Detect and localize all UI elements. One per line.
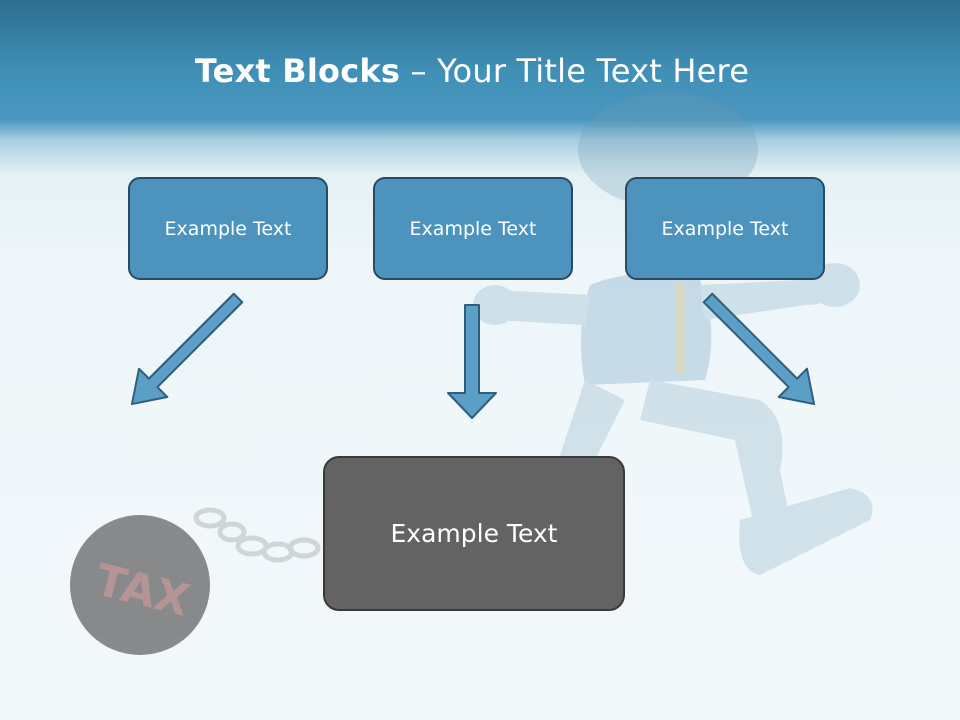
text-box-left-label: Example Text	[164, 217, 292, 240]
text-box-center[interactable]: Example Text	[373, 177, 573, 280]
tax-ball: TAX	[70, 515, 210, 655]
arrow-right	[702, 292, 816, 406]
chain	[193, 507, 321, 563]
arrow-center	[447, 304, 497, 419]
figure-leg-front	[640, 380, 790, 530]
arrow-left	[130, 292, 244, 406]
text-box-right[interactable]: Example Text	[625, 177, 825, 280]
slide-title: Text Blocks – Your Title Text Here	[0, 52, 944, 90]
figure-shoe	[739, 488, 873, 575]
text-box-left[interactable]: Example Text	[128, 177, 328, 280]
figure-arm-right	[700, 276, 845, 320]
main-text-box[interactable]: Example Text	[323, 456, 625, 611]
figure-tie	[676, 283, 686, 373]
title-bold: Text Blocks	[194, 52, 401, 90]
figure-arm-left	[488, 290, 590, 325]
text-box-right-label: Example Text	[661, 217, 789, 240]
title-rest: Your Title Text Here	[437, 52, 750, 90]
text-box-center-label: Example Text	[409, 217, 537, 240]
title-dash: –	[410, 52, 427, 90]
main-text-box-label: Example Text	[390, 519, 558, 548]
